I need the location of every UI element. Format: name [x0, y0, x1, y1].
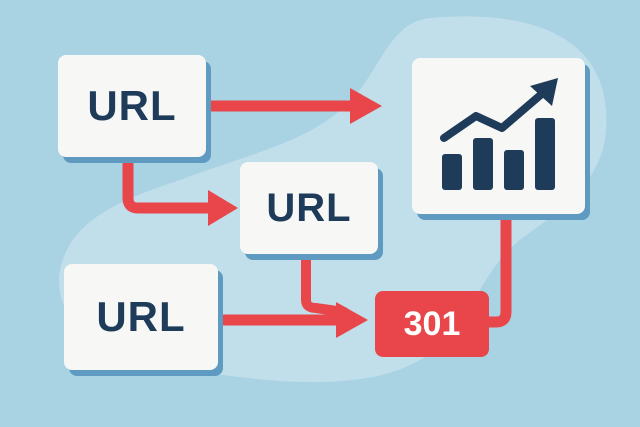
- chart-card: [412, 58, 585, 214]
- url-card-top: URL: [58, 55, 206, 157]
- url-card-bottom-label: URL: [96, 293, 186, 340]
- url-card-bottom: URL: [64, 264, 218, 370]
- connector-url2-to-badge: [301, 245, 349, 317]
- bar-chart-trending-up-icon: [440, 78, 558, 190]
- url-card-middle-label: URL: [266, 185, 352, 230]
- redirect-301-badge: 301: [375, 291, 489, 357]
- arrow-url1-to-url2: [122, 146, 238, 226]
- url-card-top-label: URL: [87, 82, 177, 129]
- redirect-301-label: 301: [403, 304, 461, 343]
- arrow-url1-to-right: [194, 88, 382, 124]
- connector-badge-to-chart: [482, 200, 512, 328]
- url-card-middle: URL: [240, 162, 378, 254]
